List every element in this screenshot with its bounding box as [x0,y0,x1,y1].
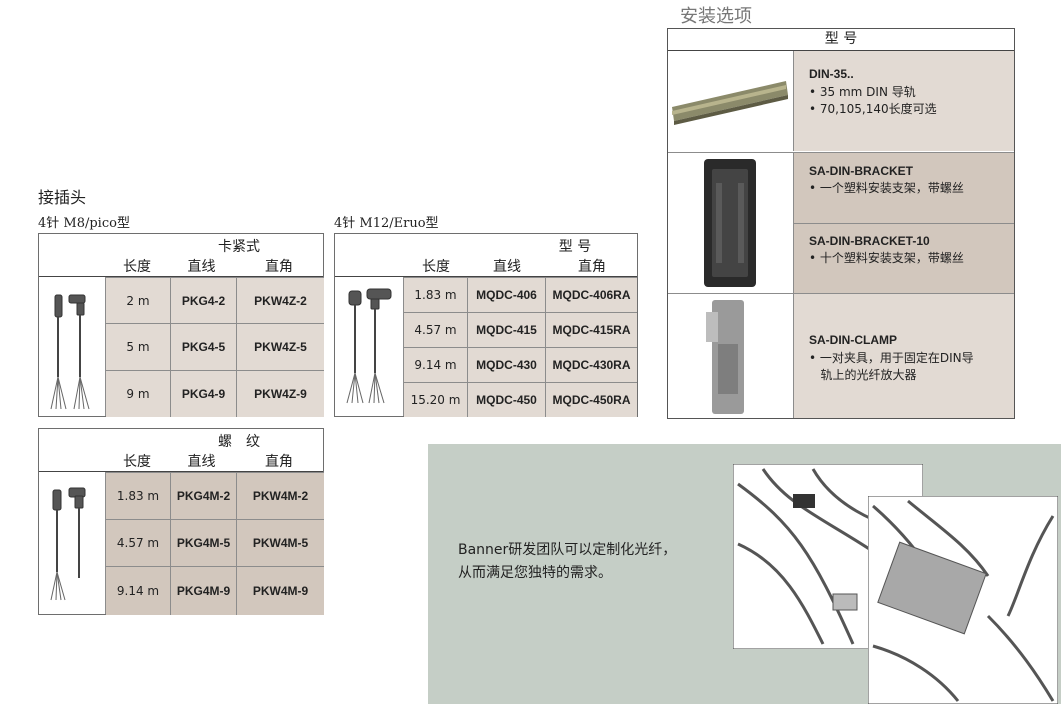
table-row: 1.83 m MQDC-406 MQDC-406RA [404,277,637,312]
part-number: DIN-35.. [809,67,854,81]
mounting-item-brackets: SA-DIN-BRACKET • 一个塑料安装支架，带螺丝 SA-DIN-BRA… [668,152,1014,293]
fiber-photo-front [868,496,1058,704]
right-angle-cell: PKW4Z-2 [236,278,324,323]
straight-cell: MQDC-450 [467,383,545,417]
m12-connector-icon [346,288,392,404]
straight-cell: PKG4M-2 [170,473,236,519]
right-angle-cell: MQDC-430RA [545,348,637,382]
mounting-text: DIN-35.. • 35 mm DIN 导轨 • 70,105,140长度可选 [794,51,1014,151]
table-row: 4.57 m MQDC-415 MQDC-415RA [404,312,637,347]
bracket-icon [704,159,756,287]
length-cell: 15.20 m [404,383,467,417]
bracket-image [668,153,794,293]
description-line: • 70,105,140长度可选 [809,102,937,116]
straight-cell: MQDC-406 [467,278,545,312]
description-line: • 十个塑料安装支架，带螺丝 [809,251,964,265]
m8-thread-table: 螺 纹 长度 直线 直角 1.83 m PKG4M-2 PKW [38,428,324,615]
description-line: • 35 mm DIN 导轨 [809,85,916,99]
m8-thread-connector-icon [50,487,86,601]
straight-cell: PKG4M-9 [170,567,236,615]
right-angle-cell: PKW4Z-5 [236,324,324,370]
right-angle-cell: PKW4M-5 [236,520,324,566]
m12-table: 型 号 长度 直线 直角 [334,233,638,417]
right-angle-cell: PKW4M-9 [236,567,324,615]
custom-fiber-banner: Banner研发团队可以定制化光纤， 从而满足您独特的需求。 [428,444,1061,704]
col-length: 长度 [123,454,151,470]
straight-cell: MQDC-415 [467,313,545,347]
col-straight: 直线 [493,259,521,275]
group-label: 型 号 [558,239,592,255]
col-straight: 直线 [187,259,216,275]
right-angle-cell: PKW4Z-9 [236,371,324,417]
table-row: 9 m PKG4-9 PKW4Z-9 [106,370,324,417]
straight-cell: MQDC-430 [467,348,545,382]
m8-connector-icon [50,294,90,410]
table-row: 4.57 m PKG4M-5 PKW4M-5 [106,519,324,566]
right-angle-cell: MQDC-415RA [545,313,637,347]
banner-text: Banner研发团队可以定制化光纤， 从而满足您独特的需求。 [458,539,676,585]
part-number: SA-DIN-BRACKET-10 [809,234,930,248]
banner-line-2: 从而满足您独特的需求。 [458,565,612,581]
din-rail-image [668,51,794,151]
length-cell: 9.14 m [106,567,170,615]
length-cell: 4.57 m [404,313,467,347]
banner-line-1: Banner研发团队可以定制化光纤， [458,542,677,558]
table-header: 螺 纹 长度 直线 直角 [39,429,323,472]
col-right-angle: 直角 [265,454,293,470]
din-rail-icon [672,81,788,125]
description-line: • 一个塑料安装支架，带螺丝 [809,181,964,195]
length-cell: 1.83 m [106,473,170,519]
col-length: 长度 [123,259,151,275]
straight-cell: PKG4-2 [170,278,236,323]
col-straight: 直线 [187,454,216,470]
connector-image [39,472,106,614]
table-row: 9.14 m MQDC-430 MQDC-430RA [404,347,637,382]
group-label: 螺 纹 [218,434,260,450]
length-cell: 4.57 m [106,520,170,566]
table-header: 型 号 长度 直线 直角 [335,234,637,277]
clamp-icon [706,300,744,414]
length-cell: 9 m [106,371,170,417]
description-line: 轨上的光纤放大器 [809,368,917,382]
right-angle-cell: MQDC-450RA [545,383,637,417]
table-row: 1.83 m PKG4M-2 PKW4M-2 [106,472,324,519]
mounting-title: 安装选项 [680,6,752,27]
table-row: 5 m PKG4-5 PKW4Z-5 [106,323,324,370]
straight-cell: PKG4-5 [170,324,236,370]
part-number: SA-DIN-CLAMP [809,333,897,347]
mounting-header: 型 号 [668,29,1014,51]
mounting-item-din-rail: DIN-35.. • 35 mm DIN 导轨 • 70,105,140长度可选 [668,51,1014,151]
table-row: 15.20 m MQDC-450 MQDC-450RA [404,382,637,417]
connector-image [39,277,106,416]
clamp-image [668,294,794,418]
bracket-row: SA-DIN-BRACKET • 一个塑料安装支架，带螺丝 [794,153,1014,224]
straight-cell: PKG4M-5 [170,520,236,566]
connectors-title: 接插头 [38,188,87,207]
connector-image [335,277,404,416]
part-number: SA-DIN-BRACKET [809,164,913,178]
straight-cell: PKG4-9 [170,371,236,417]
m8-quick-table: 卡紧式 长度 直线 直角 [38,233,324,417]
description-line: • 一对夹具，用于固定在DIN导 [809,351,974,365]
mounting-item-clamp: SA-DIN-CLAMP • 一对夹具，用于固定在DIN导 轨上的光纤放大器 [668,293,1014,418]
mounting-text: SA-DIN-CLAMP • 一对夹具，用于固定在DIN导 轨上的光纤放大器 [794,294,1014,418]
col-right-angle: 直角 [578,259,606,275]
length-cell: 1.83 m [404,278,467,312]
bracket-10-row: SA-DIN-BRACKET-10 • 十个塑料安装支架，带螺丝 [794,224,1014,293]
m12-subtitle: 4针 M12/Eruo型 [334,216,439,231]
length-cell: 2 m [106,278,170,323]
right-angle-cell: MQDC-406RA [545,278,637,312]
m8-subtitle: 4针 M8/pico型 [38,216,130,231]
length-cell: 5 m [106,324,170,370]
mounting-table: 型 号 DIN-35.. • 35 mm DIN 导轨 • 70,105,140… [667,28,1015,419]
group-label: 卡紧式 [218,239,260,255]
table-row: 2 m PKG4-2 PKW4Z-2 [106,277,324,323]
table-header: 卡紧式 长度 直线 直角 [39,234,323,277]
mounting-text: SA-DIN-BRACKET • 一个塑料安装支架，带螺丝 SA-DIN-BRA… [794,153,1014,293]
length-cell: 9.14 m [404,348,467,382]
table-row: 9.14 m PKG4M-9 PKW4M-9 [106,566,324,615]
col-right-angle: 直角 [265,259,293,275]
right-angle-cell: PKW4M-2 [236,473,324,519]
col-length: 长度 [422,259,450,275]
